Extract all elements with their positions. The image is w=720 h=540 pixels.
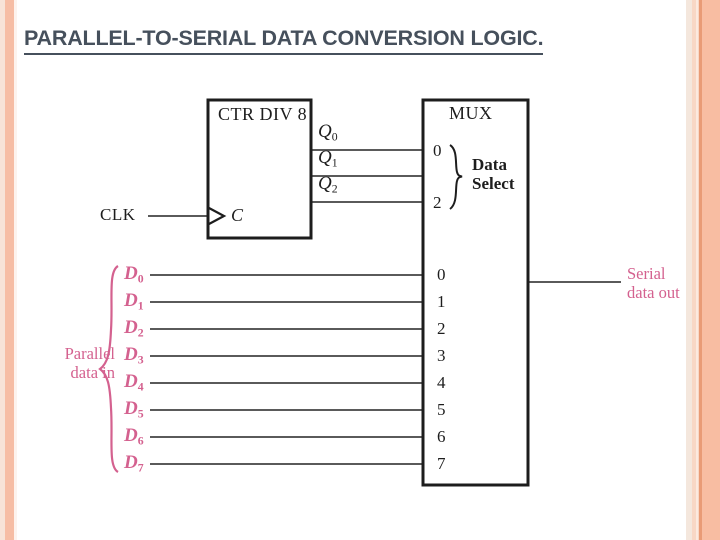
left-border-stripe-inner [14,0,17,540]
mux-data-select-caption: Data Select [472,155,514,193]
parallel-input-label-d6: D6 [124,425,144,448]
clock-pin-label: C [231,205,244,225]
d6-base: D [124,425,138,446]
d1-base: D [124,290,138,311]
d4-base: D [124,371,138,392]
d6-subscript: 6 [137,434,144,448]
serial-caption-line2: data out [627,283,680,302]
parallel-input-label-d2: D2 [124,317,144,340]
q1-subscript: 1 [331,156,338,170]
parallel-input-label-d5: D5 [124,398,144,421]
right-border-accent-line [699,0,702,540]
counter-output-q1: Q1 [318,147,338,170]
serial-caption-line1: Serial [627,264,666,283]
d7-subscript: 7 [137,461,144,475]
q0-base: Q [318,121,332,142]
parallel-caption-line2: data in [70,363,115,382]
counter-title: CTR DIV 8 [218,104,308,124]
parallel-input-label-d0: D0 [124,263,144,286]
parallel-input-label-d1: D1 [124,290,144,313]
q0-subscript: 0 [331,130,338,144]
clock-triangle-icon [208,207,227,225]
d0-subscript: 0 [137,272,144,286]
mux-input-label-1: 1 [437,292,446,311]
parallel-caption-line1: Parallel [64,344,115,363]
parallel-input-label-d4: D4 [124,371,144,394]
d1-subscript: 1 [137,299,144,313]
d3-subscript: 3 [137,353,144,367]
d2-base: D [124,317,138,338]
right-border-stripe-3 [696,0,698,540]
mux-input-label-2: 2 [437,319,446,338]
parallel-input-label-d7: D7 [124,452,144,475]
d0-base: D [124,263,138,284]
mux-input-label-7: 7 [437,454,446,473]
data-select-line1: Data [472,155,507,174]
mux-input-label-3: 3 [437,346,446,365]
mux-input-label-0: 0 [437,265,446,284]
parallel-input-label-d3: D3 [124,344,144,367]
data-select-brace-icon [449,144,463,210]
right-border-stripe-2 [692,0,699,540]
mux-input-label-6: 6 [437,427,446,446]
counter-output-q0: Q0 [318,121,338,144]
mux-input-label-4: 4 [437,373,446,392]
mux-select-top-label: 0 [433,141,442,160]
q2-subscript: 2 [331,182,338,196]
d4-subscript: 4 [137,380,144,394]
data-select-line2: Select [472,174,515,193]
page-title: PARALLEL-TO-SERIAL DATA CONVERSION LOGIC… [24,26,544,55]
d2-subscript: 2 [137,326,144,340]
counter-output-q2: Q2 [318,173,338,196]
parallel-data-in-caption: Parallel data in [31,344,115,382]
d5-base: D [124,398,138,419]
right-border-stripe-1 [686,0,692,540]
d7-base: D [124,452,138,473]
mux-title: MUX [449,103,493,123]
right-border-accent-fill [702,0,720,540]
q1-base: Q [318,147,332,168]
clk-label: CLK [100,205,136,224]
q2-base: Q [318,173,332,194]
left-border-stripe-outer [0,0,5,540]
left-border-accent-bar [5,0,14,540]
d5-subscript: 5 [137,407,144,421]
serial-data-out-caption: Serial data out [627,264,680,302]
mux-select-bottom-label: 2 [433,193,442,212]
d3-base: D [124,344,138,365]
mux-input-label-5: 5 [437,400,446,419]
